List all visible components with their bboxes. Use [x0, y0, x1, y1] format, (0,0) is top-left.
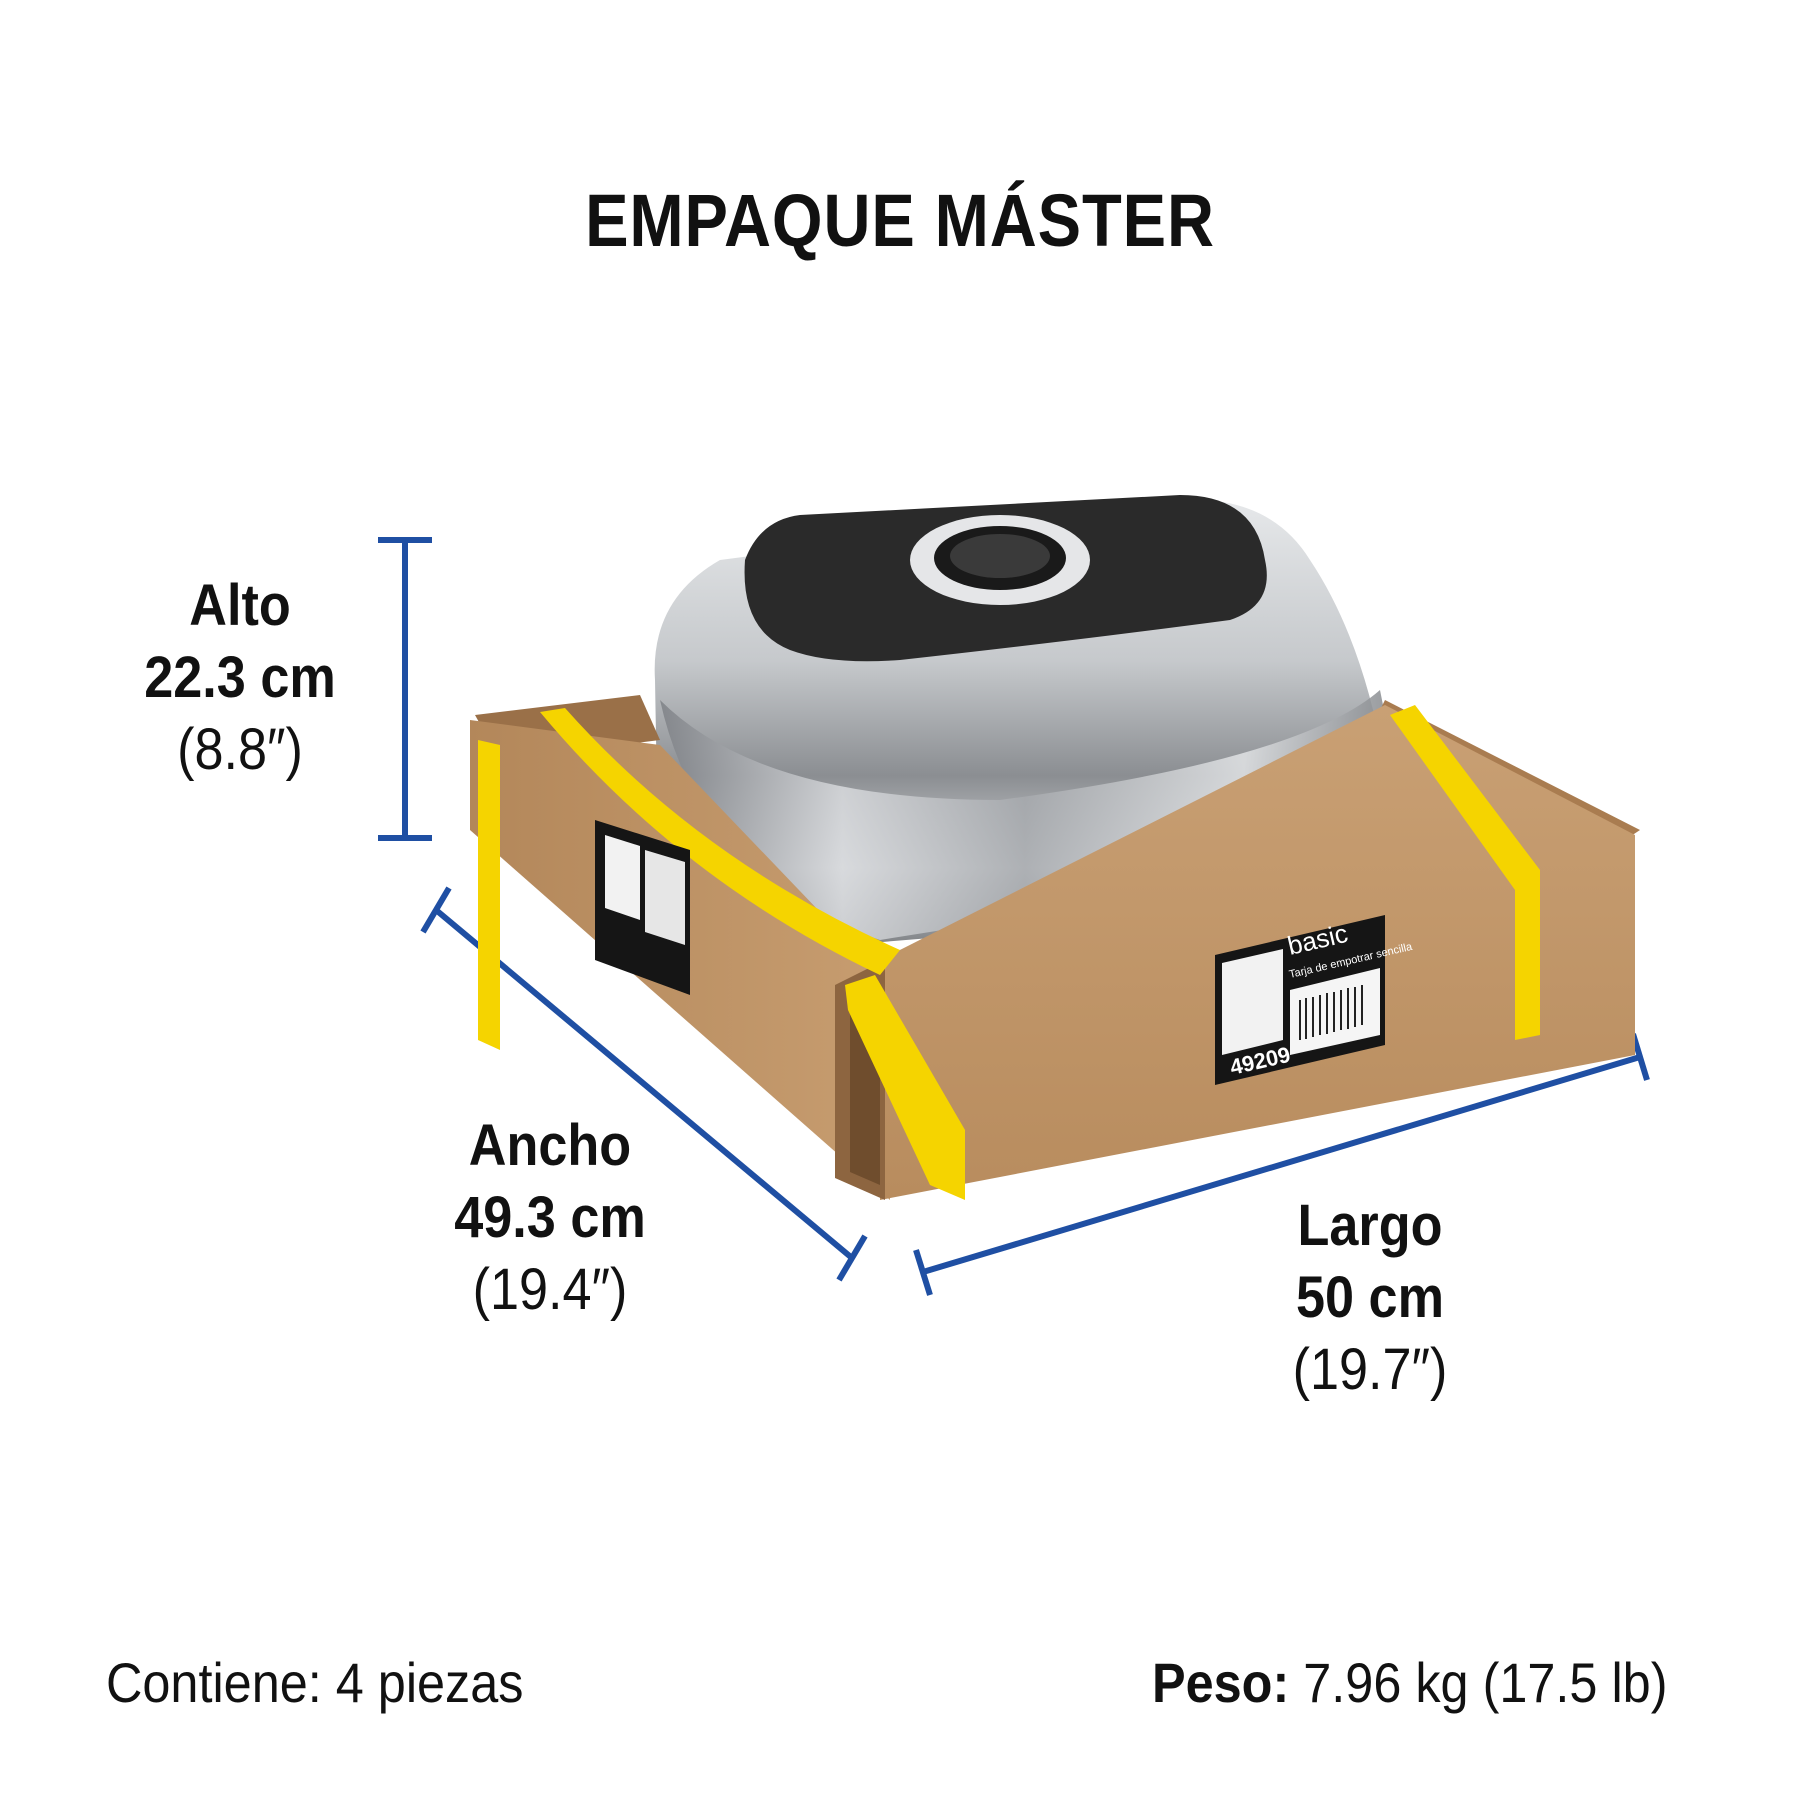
contents-value: 4 piezas [335, 1651, 524, 1714]
width-imperial: (19.4″) [472, 1257, 628, 1322]
height-imperial: (8.8″) [177, 717, 303, 782]
height-label: Alto 22.3 cm (8.8″) [105, 570, 375, 786]
width-label-title: Ancho [468, 1113, 632, 1178]
contents-info: Contiene: 4 piezas [106, 1650, 523, 1715]
height-label-title: Alto [189, 573, 291, 638]
contents-label: Contiene: [106, 1651, 322, 1714]
weight-label: Peso: [1152, 1651, 1290, 1714]
length-label: Largo 50 cm (19.7″) [1235, 1190, 1505, 1406]
height-dimension-line [378, 537, 432, 841]
length-metric: 50 cm [1295, 1265, 1445, 1330]
side-product-label [595, 820, 690, 995]
weight-value: 7.96 kg (17.5 lb) [1303, 1651, 1668, 1714]
width-metric: 49.3 cm [454, 1185, 646, 1250]
length-imperial: (19.7″) [1292, 1337, 1448, 1402]
front-product-label: basic Tarja de empotrar sencilla 49209 [1215, 915, 1414, 1085]
width-label: Ancho 49.3 cm (19.4″) [415, 1110, 685, 1326]
length-label-title: Largo [1297, 1193, 1443, 1258]
page-title: EMPAQUE MÁSTER [585, 179, 1215, 262]
length-dimension-line [913, 1033, 1650, 1296]
yellow-straps [478, 705, 1540, 1200]
weight-info: Peso: 7.96 kg (17.5 lb) [1152, 1650, 1667, 1715]
height-metric: 22.3 cm [144, 645, 336, 710]
width-dimension-line [420, 886, 868, 1282]
